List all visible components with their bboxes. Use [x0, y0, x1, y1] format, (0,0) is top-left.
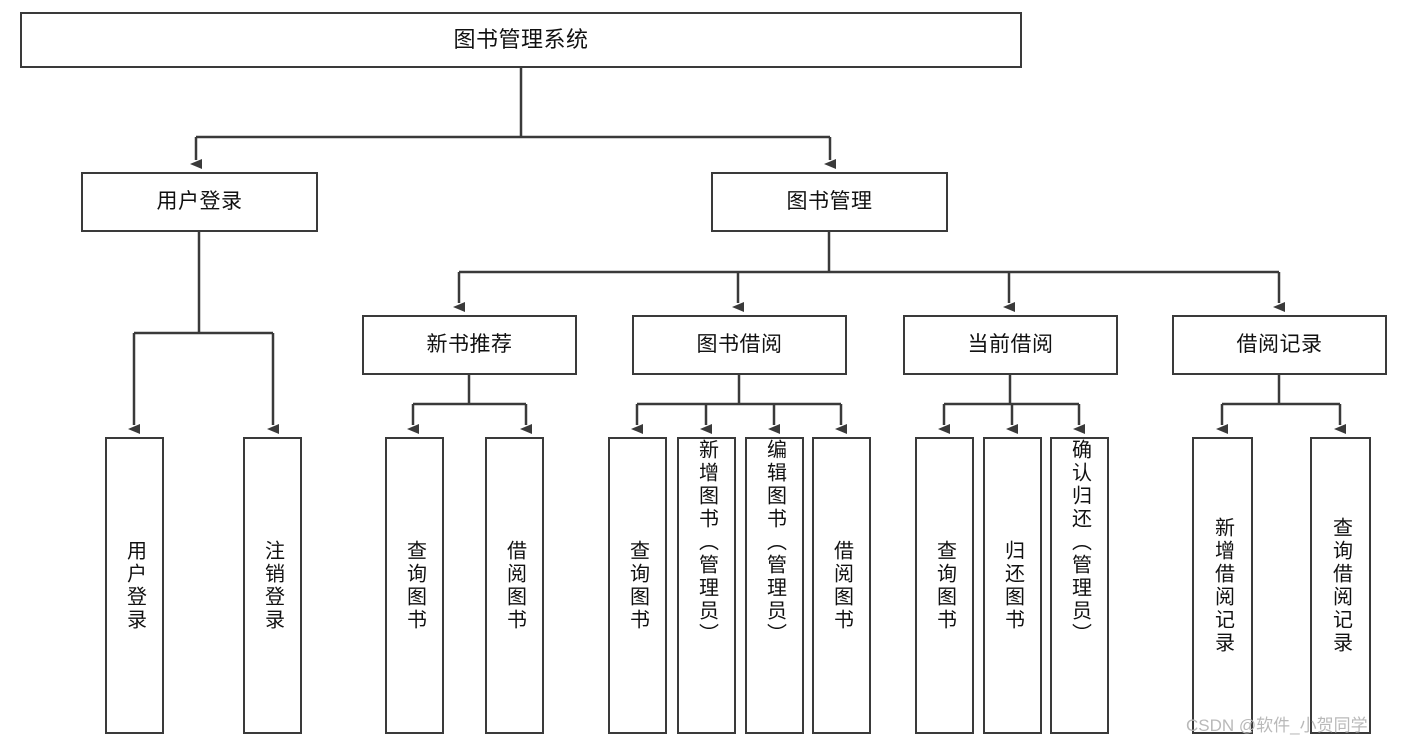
node-borrow-record[interactable]: 借阅记录 — [1172, 315, 1387, 375]
leaf-query-book-recommend[interactable]: 查询图书 — [385, 437, 444, 734]
node-user-login[interactable]: 用户登录 — [81, 172, 318, 232]
leaf-add-book-admin[interactable]: 新增图书（管理员） — [677, 437, 736, 734]
node-current-borrow[interactable]: 当前借阅 — [903, 315, 1118, 375]
node-label: 当前借阅 — [967, 332, 1054, 356]
node-label: 注销登录 — [261, 539, 284, 632]
leaf-return-book[interactable]: 归还图书 — [983, 437, 1042, 734]
node-label: 新增借阅记录 — [1211, 516, 1234, 655]
node-label: 借阅记录 — [1236, 332, 1323, 356]
node-label: 图书管理系统 — [453, 27, 589, 53]
leaf-add-borrow-record[interactable]: 新增借阅记录 — [1192, 437, 1253, 734]
node-label: 查询图书 — [933, 539, 956, 632]
leaf-confirm-return-admin[interactable]: 确认归还（管理员） — [1050, 437, 1109, 734]
node-label: 查询借阅记录 — [1329, 516, 1352, 655]
node-label: 确认归还（管理员） — [1068, 439, 1091, 646]
node-label: 新书推荐 — [426, 332, 513, 356]
leaf-borrow-book[interactable]: 借阅图书 — [812, 437, 871, 734]
node-book-management[interactable]: 图书管理 — [711, 172, 948, 232]
node-label: 图书借阅 — [696, 332, 783, 356]
node-label: 归还图书 — [1001, 539, 1024, 632]
node-label: 新增图书（管理员） — [695, 439, 718, 646]
leaf-logout-login[interactable]: 注销登录 — [243, 437, 302, 734]
leaf-query-borrow-record[interactable]: 查询借阅记录 — [1310, 437, 1371, 734]
node-label: 用户登录 — [123, 539, 146, 632]
node-label: 图书管理 — [786, 189, 873, 213]
node-root-book-management-system[interactable]: 图书管理系统 — [20, 12, 1022, 68]
node-label: 用户登录 — [156, 189, 243, 213]
leaf-edit-book-admin[interactable]: 编辑图书（管理员） — [745, 437, 804, 734]
leaf-query-book-current[interactable]: 查询图书 — [915, 437, 974, 734]
leaf-borrow-book-recommend[interactable]: 借阅图书 — [485, 437, 544, 734]
node-book-borrow[interactable]: 图书借阅 — [632, 315, 847, 375]
node-label: 查询图书 — [403, 539, 426, 632]
csdn-watermark: CSDN @软件_小贺同学 — [1186, 716, 1368, 735]
node-label: 借阅图书 — [830, 539, 853, 632]
node-new-book-recommend[interactable]: 新书推荐 — [362, 315, 577, 375]
node-label: 编辑图书（管理员） — [763, 439, 786, 646]
leaf-user-login[interactable]: 用户登录 — [105, 437, 164, 734]
node-label: 借阅图书 — [503, 539, 526, 632]
leaf-query-book-borrow[interactable]: 查询图书 — [608, 437, 667, 734]
node-label: 查询图书 — [626, 539, 649, 632]
